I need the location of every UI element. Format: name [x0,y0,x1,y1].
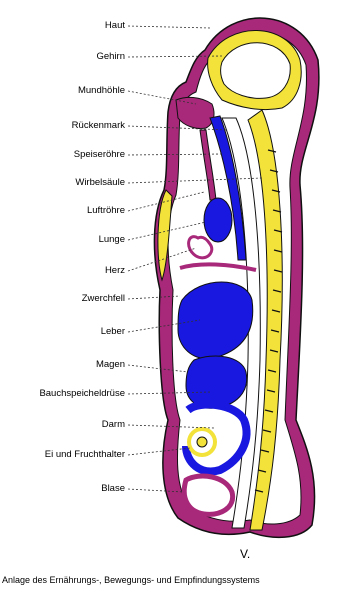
bladder [184,476,232,514]
label-leber: Leber [101,326,125,337]
label-lunge: Lunge [99,234,125,245]
label-gehirn: Gehirn [96,51,125,62]
figure-mark: V. [240,547,250,561]
label-mundhoehle: Mundhöhle [78,85,125,96]
label-bauchspeicheldruese: Bauchspeicheldrüse [39,388,125,399]
brain-inner [221,43,291,99]
egg [197,437,207,447]
label-luftroehre: Luftröhre [87,205,125,216]
label-zwerchfell: Zwerchfell [82,293,125,304]
figure-caption: Anlage des Ernährungs-, Bewegungs- und E… [2,575,260,585]
label-wirbelsaeule: Wirbelsäule [75,177,125,188]
label-magen: Magen [96,359,125,370]
label-haut: Haut [105,20,125,31]
label-speiseroehre: Speiseröhre [74,149,125,160]
label-blase: Blase [101,483,125,494]
label-rueckenmark: Rückenmark [72,120,125,131]
lung [204,198,232,242]
label-darm: Darm [102,419,125,430]
heart [189,237,212,258]
label-ei-und-fruchthalter: Ei und Fruchthalter [45,449,125,460]
label-herz: Herz [105,265,125,276]
